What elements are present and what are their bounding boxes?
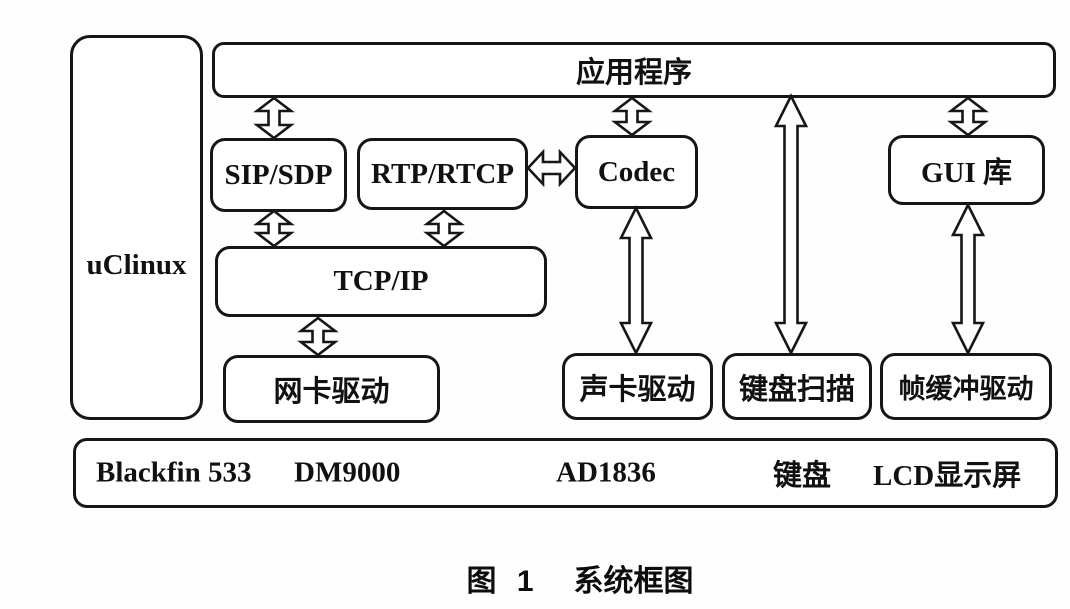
node-keyboard-scan-label: 键盘扫描 xyxy=(738,373,855,406)
figure-caption: 图 1 系统框图 xyxy=(380,556,780,600)
arrow-app-sip-sdp xyxy=(253,96,295,140)
node-framebuffer-driver-label: 帧缓冲驱动 xyxy=(898,374,1034,404)
figure-caption-title: 系统框图 xyxy=(573,565,694,598)
node-rtp-rtcp-label: RTP/RTCP xyxy=(371,157,514,190)
hardware-item-lcd: LCD显示屏 xyxy=(873,460,1022,492)
node-nic-driver-label: 网卡驱动 xyxy=(273,376,390,408)
node-framebuffer-driver: 帧缓冲驱动 xyxy=(880,353,1052,420)
arrow-rtp-rtcp-tcpip xyxy=(423,209,465,248)
node-uclinux: uClinux xyxy=(70,35,203,420)
figure-caption-number: 图 1 xyxy=(466,565,540,598)
hardware-bar: Blackfin 533 DM9000 AD1836 键盘 LCD显示屏 xyxy=(73,438,1058,508)
node-nic-driver: 网卡驱动 xyxy=(223,355,440,423)
node-tcpip-label: TCP/IP xyxy=(333,265,429,297)
arrow-codec-sound-driver xyxy=(618,205,654,356)
arrow-rtp-rtcp-codec xyxy=(526,148,577,188)
hardware-item-dm9000: DM9000 xyxy=(294,456,401,489)
arrow-tcpip-nic-driver xyxy=(297,316,339,357)
node-gui-lib-label: GUI 库 xyxy=(920,157,1013,189)
node-tcpip: TCP/IP xyxy=(215,246,547,317)
node-rtp-rtcp: RTP/RTCP xyxy=(357,138,528,210)
hardware-item-ad1836: AD1836 xyxy=(556,456,656,489)
node-uclinux-label: uClinux xyxy=(86,249,187,281)
node-sip-sdp: SIP/SDP xyxy=(210,138,347,212)
node-codec: Codec xyxy=(575,135,698,209)
node-codec-label: Codec xyxy=(597,155,676,188)
hardware-item-keyboard: 键盘 xyxy=(773,460,832,492)
hardware-item-blackfin: Blackfin 533 xyxy=(96,456,252,489)
node-keyboard-scan: 键盘扫描 xyxy=(722,353,872,420)
arrow-app-gui-lib xyxy=(947,96,989,137)
node-sip-sdp-label: SIP/SDP xyxy=(224,158,333,191)
node-application: 应用程序 xyxy=(212,42,1056,98)
node-sound-driver: 声卡驱动 xyxy=(562,353,713,420)
node-gui-lib: GUI 库 xyxy=(888,135,1045,205)
arrow-app-codec xyxy=(611,96,653,137)
arrow-gui-lib-framebuffer xyxy=(950,202,986,356)
node-application-label: 应用程序 xyxy=(575,57,692,89)
node-sound-driver-label: 声卡驱动 xyxy=(579,373,696,406)
arrow-sip-sdp-tcpip xyxy=(253,209,295,248)
arrow-app-keyboard-scan xyxy=(773,93,809,356)
